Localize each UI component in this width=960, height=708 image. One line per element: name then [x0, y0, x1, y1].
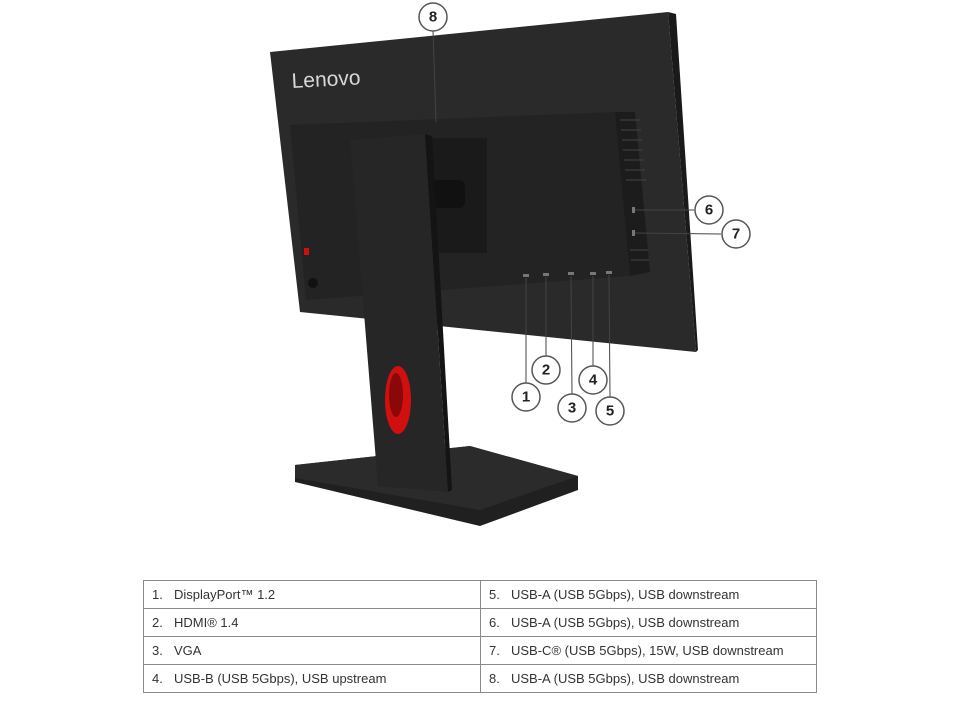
- port-cell: 6. USB-A (USB 5Gbps), USB downstream: [480, 608, 817, 637]
- callout-3: 3: [557, 393, 587, 423]
- port-number: 5.: [489, 587, 500, 602]
- svg-text:3: 3: [568, 400, 576, 417]
- port-label: USB-C® (USB 5Gbps), 15W, USB downstream: [511, 643, 784, 658]
- port-number: 3.: [152, 643, 163, 658]
- power-button: [308, 278, 318, 288]
- ports-legend-table: 1. DisplayPort™ 1.2 5. USB-A (USB 5Gbps), …: [143, 580, 817, 693]
- lenovo-logo: Lenovo: [291, 66, 361, 93]
- port-cell: 3. VGA: [143, 636, 481, 665]
- port-cell: 1. DisplayPort™ 1.2: [143, 580, 481, 609]
- table-row: 3. VGA 7. USB-C® (USB 5Gbps), 15W, USB dow…: [143, 636, 817, 665]
- port-label: DisplayPort™ 1.2: [174, 587, 276, 602]
- svg-text:1: 1: [522, 389, 530, 406]
- port-label: VGA: [174, 643, 202, 658]
- port-cell: 2. HDMI® 1.4: [143, 608, 481, 637]
- callout-4: 4: [578, 365, 608, 395]
- monitor-rear-view-illustration: Lenovo 1 2 3 4 5 6 7 8: [270, 2, 751, 526]
- callout-6: 6: [694, 195, 724, 225]
- stand-neck: [350, 134, 448, 492]
- port-label: USB-A (USB 5Gbps), USB downstream: [511, 587, 740, 602]
- svg-text:6: 6: [705, 202, 713, 219]
- port-number: 8.: [489, 671, 500, 686]
- port-cell: 5. USB-A (USB 5Gbps), USB downstream: [480, 580, 817, 609]
- port-number: 2.: [152, 615, 163, 630]
- callout-1: 1: [511, 382, 541, 412]
- port-cell: 7. USB-C® (USB 5Gbps), 15W, USB downstrea…: [480, 636, 817, 665]
- port-number: 1.: [152, 587, 163, 602]
- callout-5: 5: [595, 396, 625, 426]
- callout-7: 7: [721, 219, 751, 249]
- port-label: HDMI® 1.4: [174, 615, 239, 630]
- port-number: 7.: [489, 643, 500, 658]
- vent-grille: [620, 119, 649, 261]
- callout-2: 2: [531, 355, 561, 385]
- svg-text:5: 5: [606, 403, 614, 420]
- port-label: USB-B (USB 5Gbps), USB upstream: [174, 671, 387, 686]
- port-number: 4.: [152, 671, 163, 686]
- port-label: USB-A (USB 5Gbps), USB downstream: [511, 615, 740, 630]
- svg-text:2: 2: [542, 362, 550, 379]
- svg-text:7: 7: [732, 226, 740, 243]
- port-label: USB-A (USB 5Gbps), USB downstream: [511, 671, 740, 686]
- svg-text:8: 8: [429, 9, 437, 26]
- table-row: 1. DisplayPort™ 1.2 5. USB-A (USB 5Gbps), …: [143, 580, 817, 609]
- callout-8: 8: [418, 2, 448, 32]
- power-indicator: [304, 248, 309, 255]
- table-row: 4. USB-B (USB 5Gbps), USB upstream 8. USB-…: [143, 664, 817, 693]
- port-cell: 4. USB-B (USB 5Gbps), USB upstream: [143, 664, 481, 693]
- table-row: 2. HDMI® 1.4 6. USB-A (USB 5Gbps), USB dow…: [143, 608, 817, 637]
- port-number: 6.: [489, 615, 500, 630]
- port-cell: 8. USB-A (USB 5Gbps), USB downstream: [480, 664, 817, 693]
- svg-text:4: 4: [589, 372, 598, 389]
